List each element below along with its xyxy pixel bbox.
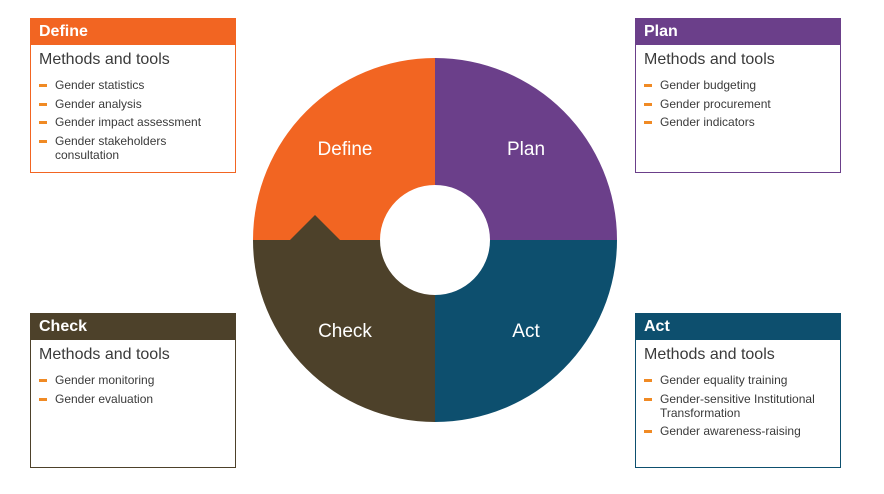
list-item-label: Gender awareness-raising [660, 424, 801, 438]
list-item-label: Gender budgeting [660, 78, 757, 92]
check-segment [253, 215, 435, 422]
act-box-title: Act [636, 314, 840, 340]
list-item: Gender stakeholders consultation [31, 134, 235, 162]
bullet-icon [644, 84, 652, 87]
define-tools-list: Gender statistics Gender analysis Gender… [31, 78, 235, 162]
plan-segment [435, 58, 617, 265]
bullet-icon [39, 139, 47, 143]
list-item: Gender procurement [636, 97, 840, 111]
list-item-label: Gender analysis [55, 96, 142, 111]
list-item-label: Gender indicators [660, 115, 755, 129]
list-item: Gender analysis [31, 97, 235, 111]
bullet-icon [644, 121, 652, 124]
list-item: Gender monitoring [31, 373, 235, 387]
bullet-icon [644, 430, 652, 433]
check-label: Check [318, 321, 372, 342]
list-item: Gender evaluation [31, 392, 235, 406]
act-tools-list: Gender equality training Gender-sensitiv… [636, 373, 840, 438]
list-item-label: Gender stakeholders consultation [55, 133, 167, 162]
list-item: Gender equality training [636, 373, 840, 387]
act-box: Act Methods and tools Gender equality tr… [635, 313, 841, 468]
bullet-icon [39, 102, 47, 106]
check-tools-list: Gender monitoring Gender evaluation [31, 373, 235, 406]
list-item: Gender indicators [636, 115, 840, 129]
list-item-label: Gender monitoring [55, 373, 155, 387]
list-item-label: Gender evaluation [55, 391, 154, 406]
bullet-icon [39, 379, 47, 382]
list-item-label: Gender procurement [660, 96, 771, 111]
list-item-label: Gender statistics [55, 78, 145, 92]
plan-label: Plan [507, 139, 545, 160]
list-item-label: Gender-sensitive Institutional Transform… [660, 391, 815, 420]
list-item: Gender budgeting [636, 78, 840, 92]
plan-tools-list: Gender budgeting Gender procurement Gend… [636, 78, 840, 129]
plan-box-subtitle: Methods and tools [644, 51, 775, 68]
list-item: Gender statistics [31, 78, 235, 92]
define-box: Define Methods and tools Gender statisti… [30, 18, 236, 173]
define-segment [253, 58, 460, 240]
list-item: Gender impact assessment [31, 115, 235, 129]
act-segment [410, 240, 617, 422]
define-box-subtitle: Methods and tools [39, 51, 170, 68]
act-label: Act [512, 321, 540, 342]
bullet-icon [644, 397, 652, 401]
bullet-icon [39, 397, 47, 401]
check-box-title: Check [31, 314, 235, 340]
list-item-label: Gender impact assessment [55, 115, 202, 129]
bullet-icon [644, 379, 652, 382]
list-item: Gender awareness-raising [636, 424, 840, 438]
bullet-icon [39, 121, 47, 124]
bullet-icon [39, 84, 47, 87]
plan-box-title: Plan [636, 19, 840, 45]
define-label: Define [318, 139, 373, 160]
check-box: Check Methods and tools Gender monitorin… [30, 313, 236, 468]
list-item-label: Gender equality training [660, 373, 788, 387]
plan-box: Plan Methods and tools Gender budgeting … [635, 18, 841, 173]
check-box-subtitle: Methods and tools [39, 346, 170, 363]
list-item: Gender-sensitive Institutional Transform… [636, 392, 840, 420]
bullet-icon [644, 102, 652, 106]
define-box-title: Define [31, 19, 235, 45]
act-box-subtitle: Methods and tools [644, 346, 775, 363]
